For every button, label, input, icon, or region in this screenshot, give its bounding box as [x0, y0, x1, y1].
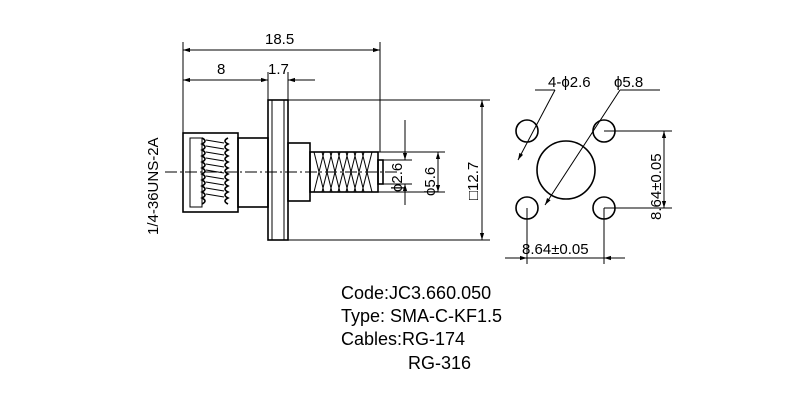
dim-hole-spacing-vertical: 8.64±0.05	[648, 153, 665, 220]
side-view: 18.5 8 1.7 1/4-36UNS-2A ϕ2.6 ϕ5.6 □12.7	[145, 31, 490, 241]
knurl-pattern	[313, 151, 373, 193]
dim-overall-length: 18.5	[265, 31, 294, 48]
dim-body-length: 8	[217, 61, 225, 78]
spec-type: Type: SMA-C-KF1.5	[341, 306, 503, 326]
cable-end	[377, 159, 384, 185]
center-hole	[536, 140, 596, 200]
dim-ferrule-dia: ϕ5.6	[422, 167, 439, 196]
thread-spec: 1/4-36UNS-2A	[145, 137, 162, 235]
dim-cable-dia: ϕ2.6	[389, 163, 406, 192]
front-view: 4-ϕ2.6 ϕ5.8 8.64±0.05 8.64±0.05	[505, 74, 672, 264]
mount-hole-top-left	[515, 119, 539, 143]
spec-cables-alt: RG-316	[408, 353, 472, 373]
flange	[267, 99, 289, 241]
spec-cables: Cables:RG-174	[341, 329, 466, 349]
dim-holes: 4-ϕ2.6	[548, 74, 591, 91]
thread-lines	[200, 137, 230, 205]
dim-hole-spacing-horizontal: 8.64±0.05	[522, 241, 589, 258]
spec-code: Code:JC3.660.050	[341, 283, 492, 303]
dim-flange-thickness: 1.7	[268, 61, 289, 78]
dim-flange-square: □12.7	[465, 162, 482, 200]
dim-center-hole: ϕ5.8	[614, 74, 643, 91]
